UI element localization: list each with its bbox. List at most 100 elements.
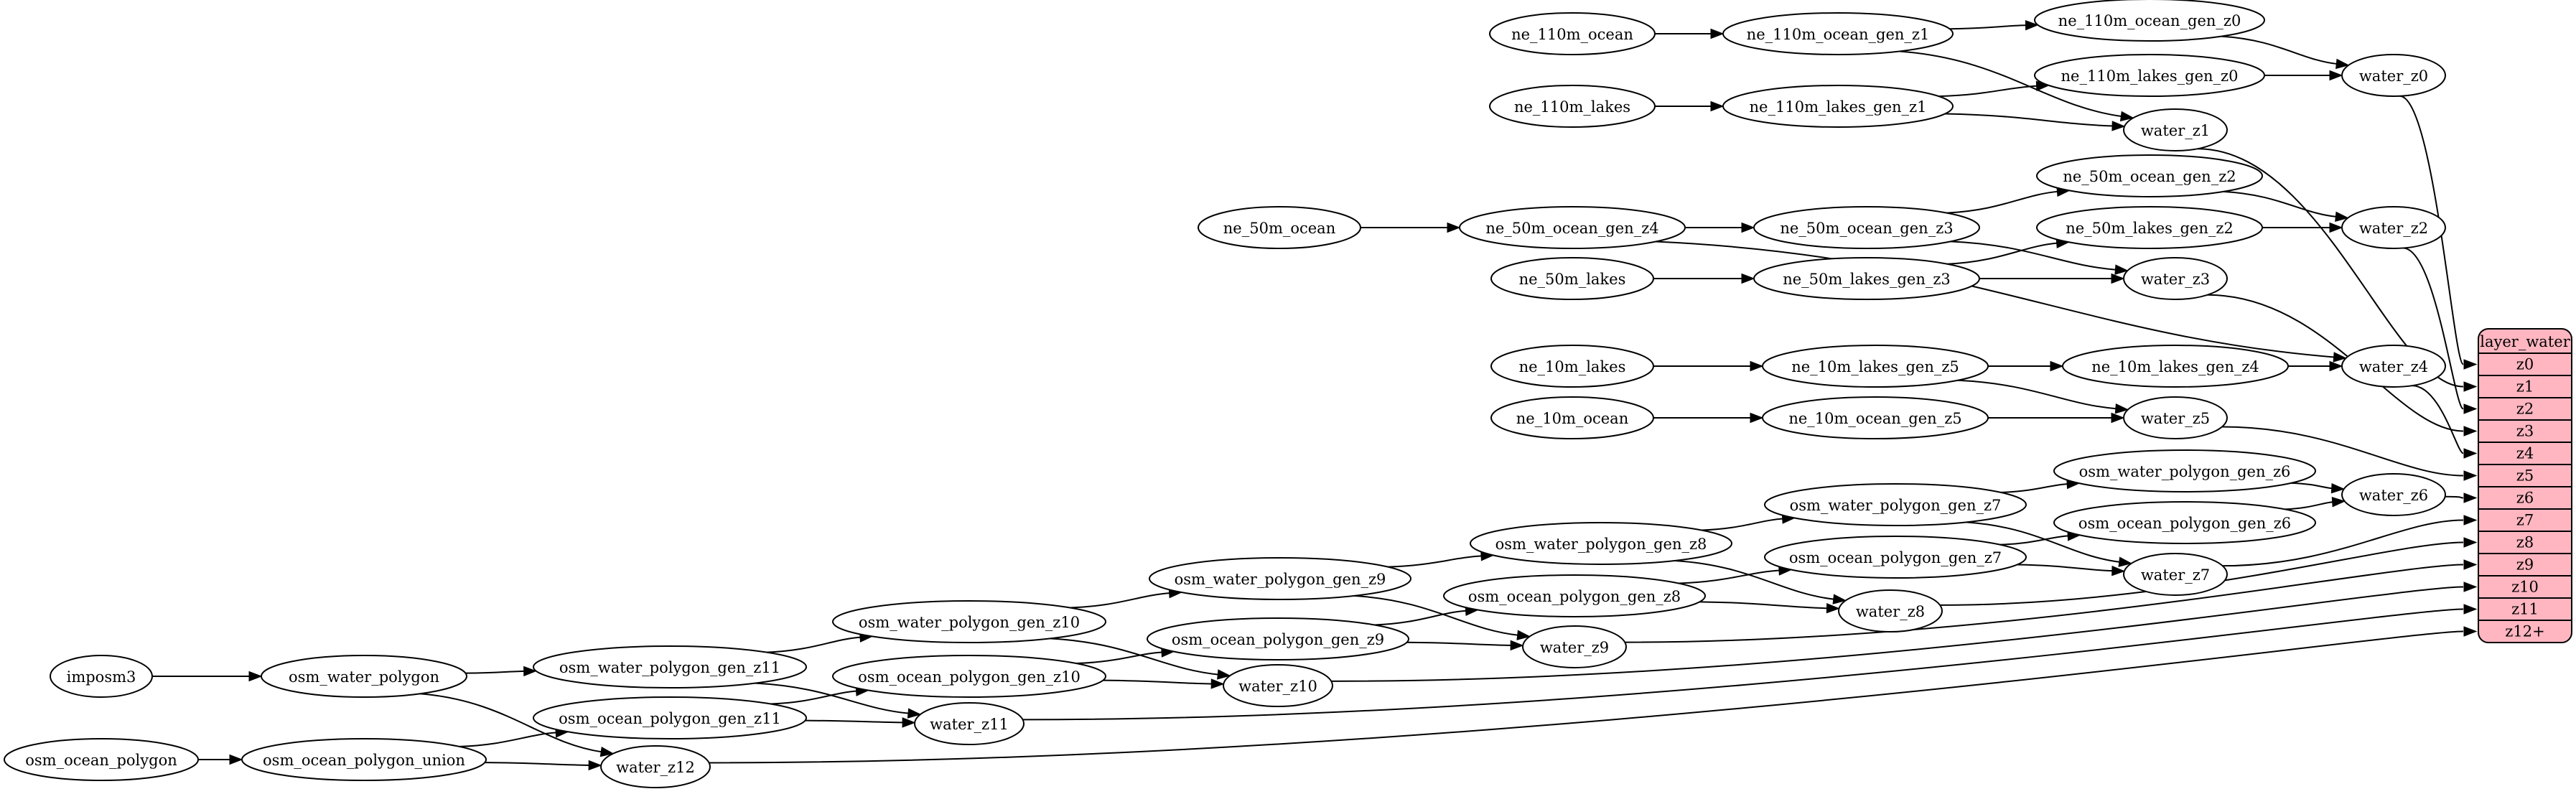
node-water_z2[interactable]: water_z2 [2341,206,2446,249]
table-row-z6[interactable]: z6 [2516,490,2534,507]
node-water_z7[interactable]: water_z7 [2123,553,2228,596]
edge-osm_ocean_polygon_gen_z11-to-water_z11 [805,719,905,724]
node-ne_110m_ocean_gen_z0[interactable]: ne_110m_ocean_gen_z0 [2034,0,2265,42]
node-ne_10m_lakes_gen_z5[interactable]: ne_10m_lakes_gen_z5 [1762,345,1989,388]
table-row-z9[interactable]: z9 [2516,556,2534,574]
node-water_z3[interactable]: water_z3 [2123,257,2228,300]
node-ne_50m_lakes_gen_z3[interactable]: ne_50m_lakes_gen_z3 [1753,257,1980,300]
node-ne_50m_lakes_gen_z2[interactable]: ne_50m_lakes_gen_z2 [2036,206,2263,249]
edge-arrowhead [1832,594,1847,604]
node-osm_ocean_polygon_union[interactable]: osm_ocean_polygon_union [241,738,487,781]
node-osm_ocean_polygon_gen_z9[interactable]: osm_ocean_polygon_gen_z9 [1147,617,1409,660]
node-ne_50m_ocean[interactable]: ne_50m_ocean [1198,206,1361,249]
table-row-z11[interactable]: z11 [2511,601,2539,618]
table-row-z2[interactable]: z2 [2516,401,2534,418]
node-ne_50m_ocean_gen_z4[interactable]: ne_50m_ocean_gen_z4 [1459,206,1686,249]
node-ellipse [2053,501,2316,544]
edge-osm_water_polygon_gen_z6-to-water_z6 [2291,482,2333,490]
table-row-z5[interactable]: z5 [2516,467,2534,485]
node-water_z1[interactable]: water_z1 [2123,108,2228,151]
table-row-z0[interactable]: z0 [2516,356,2534,373]
edge-water_z5-to-layer_water_z5 [2221,426,2464,477]
node-ellipse [832,655,1106,698]
node-ne_110m_lakes_gen_z0[interactable]: ne_110m_lakes_gen_z0 [2034,54,2265,97]
node-water_z12[interactable]: water_z12 [600,745,711,788]
edge-water_z10-to-layer_water_z10 [1331,586,2464,682]
node-ne_50m_lakes[interactable]: ne_50m_lakes [1490,257,1654,300]
node-water_z10[interactable]: water_z10 [1223,664,1333,707]
edge-osm_ocean_polygon_gen_z7-to-osm_ocean_polygon_gen_z6 [1999,535,2070,546]
node-osm_water_polygon_gen_z9[interactable]: osm_water_polygon_gen_z9 [1149,557,1411,600]
node-osm_water_polygon_gen_z6[interactable]: osm_water_polygon_gen_z6 [2053,449,2316,492]
edge-arrowhead [1447,222,1461,233]
node-osm_ocean_polygon[interactable]: osm_ocean_polygon [4,738,199,781]
edge-ne_10m_lakes_gen_z5-to-water_z5 [1957,379,2117,410]
node-label: water_z1 [2141,122,2210,139]
node-ne_50m_ocean_gen_z2[interactable]: ne_50m_ocean_gen_z2 [2036,154,2263,197]
table-row-z10[interactable]: z10 [2511,579,2539,596]
table-row-z12plus[interactable]: z12+ [2505,623,2544,640]
edge-arrowhead [2463,403,2478,414]
node-ne_110m_lakes[interactable]: ne_110m_lakes [1489,85,1656,128]
node-ne_10m_ocean[interactable]: ne_10m_ocean [1490,396,1654,439]
node-ne_10m_lakes_gen_z4[interactable]: ne_10m_lakes_gen_z4 [2062,345,2289,388]
node-water_z5[interactable]: water_z5 [2123,396,2228,439]
edge-ne_110m_ocean_gen_z0-to-water_z0 [2221,35,2338,65]
node-osm_ocean_polygon_gen_z7[interactable]: osm_ocean_polygon_gen_z7 [1764,536,2027,579]
node-ellipse [1764,483,2027,526]
edge-water_z6-to-layer_water_z6 [2445,495,2464,499]
node-ellipse [2123,257,2228,300]
node-osm_water_polygon_gen_z11[interactable]: osm_water_polygon_gen_z11 [533,645,807,688]
node-ellipse [1490,257,1654,300]
table-row-z3[interactable]: z3 [2516,423,2534,440]
edge-arrowhead [2111,565,2126,576]
node-osm_water_polygon_gen_z7[interactable]: osm_water_polygon_gen_z7 [1764,483,2027,526]
table-row-z4[interactable]: z4 [2516,445,2534,462]
node-ellipse [4,738,199,781]
node-water_z4[interactable]: water_z4 [2341,345,2446,388]
nodes-layer: ne_110m_ocean ne_110m_ocean_gen_z1 ne_110m… [4,0,2446,788]
edge-arrowhead [248,671,263,682]
edge-arrowhead [2111,121,2126,131]
node-ne_50m_ocean_gen_z3[interactable]: ne_50m_ocean_gen_z3 [1753,206,1980,249]
edges-layer [152,19,2478,771]
table-row-z1[interactable]: z1 [2516,378,2534,396]
edge-osm_water_polygon_gen_z10-to-osm_water_polygon_gen_z9 [1070,592,1171,609]
node-water_z8[interactable]: water_z8 [1838,589,1943,632]
node-osm_ocean_polygon_gen_z8[interactable]: osm_ocean_polygon_gen_z8 [1443,574,1706,617]
node-ellipse [50,655,153,698]
node-ne_110m_ocean[interactable]: ne_110m_ocean [1489,12,1656,55]
edge-arrowhead [2329,360,2343,372]
edge-arrowhead [1510,640,1524,651]
node-imposm3[interactable]: imposm3 [50,655,153,698]
node-ne_110m_ocean_gen_z1[interactable]: ne_110m_ocean_gen_z1 [1722,12,1954,55]
node-ellipse [533,696,807,739]
node-osm_water_polygon_gen_z8[interactable]: osm_water_polygon_gen_z8 [1470,522,1732,565]
node-ellipse [600,745,711,788]
node-water_z9[interactable]: water_z9 [1522,625,1627,668]
node-osm_ocean_polygon_gen_z10[interactable]: osm_ocean_polygon_gen_z10 [832,655,1106,698]
edge-ne_50m_ocean_gen_z4-to-water_z4 [1655,241,2335,358]
node-osm_ocean_polygon_gen_z11[interactable]: osm_ocean_polygon_gen_z11 [533,696,807,739]
node-ne_10m_lakes[interactable]: ne_10m_lakes [1490,345,1654,388]
node-ne_110m_lakes_gen_z1[interactable]: ne_110m_lakes_gen_z1 [1722,85,1954,128]
node-ellipse [2036,154,2263,197]
edge-arrowhead [2463,559,2478,570]
edge-arrowhead [2463,381,2478,392]
node-ellipse [2036,206,2263,249]
table-row-z7[interactable]: z7 [2516,512,2534,529]
node-label: ne_50m_lakes_gen_z3 [1783,271,1951,288]
node-label: osm_water_polygon [289,668,439,686]
node-water_z6[interactable]: water_z6 [2341,473,2446,516]
edge-water_z4-to-layer_water_z4 [2412,385,2464,454]
node-osm_water_polygon_gen_z10[interactable]: osm_water_polygon_gen_z10 [832,600,1106,643]
node-label: osm_water_polygon_gen_z7 [1790,497,2002,514]
node-water_z0[interactable]: water_z0 [2341,54,2446,97]
node-label: water_z5 [2141,410,2210,427]
node-water_z11[interactable]: water_z11 [914,702,1025,745]
node-label: water_z8 [1856,603,1925,620]
node-ne_10m_ocean_gen_z5[interactable]: ne_10m_ocean_gen_z5 [1762,396,1989,439]
table-row-z8[interactable]: z8 [2516,534,2534,551]
node-osm_water_polygon[interactable]: osm_water_polygon [261,655,467,698]
node-osm_ocean_polygon_gen_z6[interactable]: osm_ocean_polygon_gen_z6 [2053,501,2316,544]
